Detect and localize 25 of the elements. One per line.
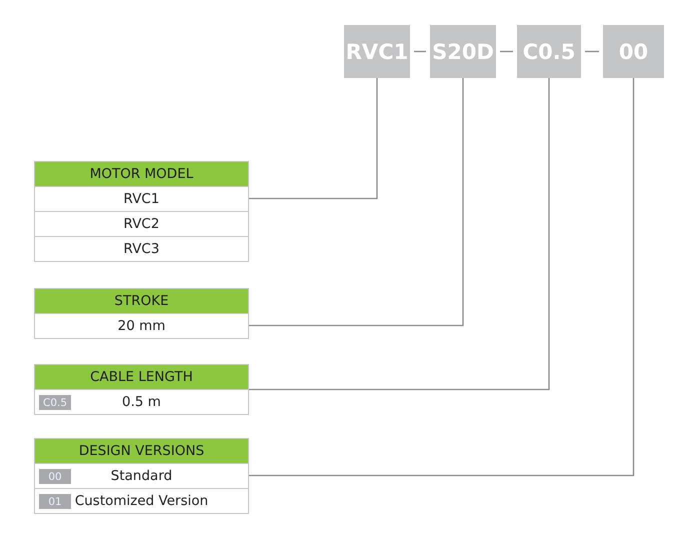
table-header: CABLE LENGTH <box>35 365 248 389</box>
motor-model-table <box>34 161 249 262</box>
leader-line <box>248 78 464 326</box>
code-segment: 00 <box>603 25 664 78</box>
code-tag: 00 <box>39 469 71 484</box>
leader-line <box>248 78 378 200</box>
cable-length-table <box>34 364 249 415</box>
design-versions-table <box>34 438 249 514</box>
option-text: Customized Version <box>74 493 208 509</box>
separator-dash <box>414 50 426 52</box>
code-segment: C0.5 <box>517 25 581 78</box>
option-text: Standard <box>110 468 172 484</box>
table-header: DESIGN VERSIONS <box>35 439 248 463</box>
table-header: MOTOR MODEL <box>35 162 248 186</box>
separator-dash <box>585 50 599 52</box>
code-tag: 01 <box>39 494 71 509</box>
separator-dash <box>500 50 513 52</box>
code-tag: C0.5 <box>39 395 71 410</box>
stroke-table <box>34 288 249 339</box>
code-segment: RVC1 <box>344 25 410 78</box>
table-header: STROKE <box>35 289 248 313</box>
leader-line <box>248 78 634 476</box>
leader-line <box>249 78 550 390</box>
option-text: 0.5 m <box>122 394 161 410</box>
code-segment: S20D <box>430 25 496 78</box>
